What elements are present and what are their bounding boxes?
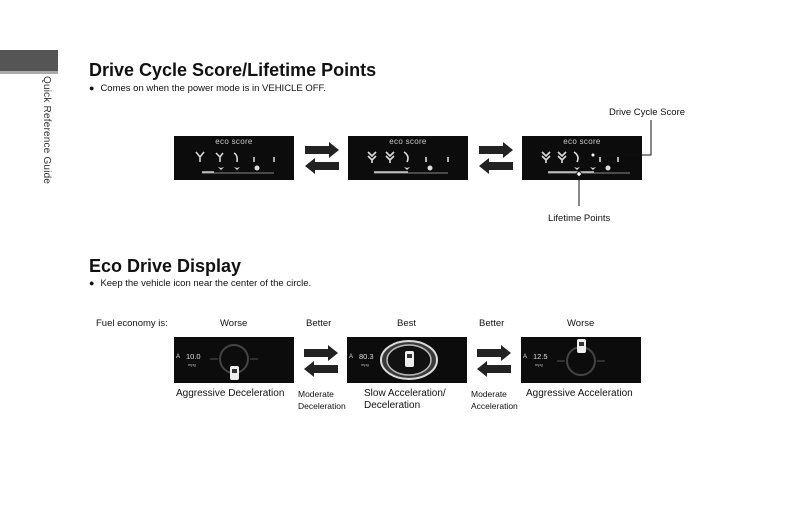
swap-arrows-icon [304, 345, 338, 377]
fuel-unit: mpg [188, 362, 196, 367]
caption-slow-line2: Deceleration [364, 400, 421, 411]
swap-arrows-icon [479, 142, 513, 174]
eco-guide-graphic [557, 339, 605, 376]
swap-arrows-icon [305, 142, 339, 174]
eco-score-panel-3: eco score [522, 136, 642, 180]
rating-worse-right: Worse [567, 318, 595, 329]
eco-guide-graphic [380, 340, 438, 380]
caption-moderate-acceleration-line2: Acceleration [471, 401, 518, 411]
caption-moderate-acceleration: Moderate Acceleration [471, 388, 518, 412]
side-tab-underline [0, 71, 58, 74]
caption-moderate-deceleration-line1: Moderate [298, 389, 334, 399]
eco-drive-panel-best: A 80.3 mpg [347, 337, 467, 383]
bullet-dot-icon: ● [89, 83, 95, 93]
bullet-vehicle-off-text: Comes on when the power mode is in VEHIC… [100, 83, 326, 94]
leaf-rating-graphic [367, 151, 449, 174]
rating-better-right: Better [479, 318, 505, 329]
eco-score-panel-1: eco score [174, 136, 294, 180]
rating-better-left: Better [306, 318, 332, 329]
eco-guide-graphic [210, 344, 258, 380]
caption-moderate-deceleration-line2: Deceleration [298, 401, 346, 411]
caption-aggressive-deceleration: Aggressive Deceleration [176, 388, 285, 399]
fuel-value: 80.3 [359, 352, 374, 361]
side-tab-label: Quick Reference Guide [41, 76, 52, 185]
callout-drive-cycle-score: Drive Cycle Score [609, 107, 686, 118]
callout-lifetime-points: Lifetime Points [548, 213, 611, 224]
vehicle-icon [405, 351, 414, 367]
eco-drive-panel-aggressive-decel: A 10.0 mpg [174, 337, 294, 383]
eco-score-panel-2: eco score [348, 136, 468, 180]
leaf-rating-graphic [195, 151, 275, 174]
fuel-unit: mpg [361, 362, 369, 367]
swap-arrows-icon [477, 345, 511, 377]
section-title-drive-cycle: Drive Cycle Score/Lifetime Points [89, 60, 377, 80]
caption-aggressive-acceleration: Aggressive Acceleration [526, 388, 633, 399]
fuel-economy-label: Fuel economy is: [96, 318, 168, 329]
bullet-vehicle-off: ● Comes on when the power mode is in VEHI… [89, 83, 326, 94]
caption-moderate-deceleration: Moderate Deceleration [298, 388, 346, 412]
fuel-value: 12.5 [533, 352, 548, 361]
fuel-value: 10.0 [186, 352, 201, 361]
indicator-a: A [176, 354, 181, 360]
section-title-eco-drive: Eco Drive Display [89, 256, 242, 276]
eco-score-title: eco score [389, 137, 427, 146]
caption-slow-line1: Slow Acceleration/ [364, 388, 446, 399]
caption-slow-acceleration: Slow Acceleration/ Deceleration [364, 388, 446, 412]
leaf-rating-graphic [541, 151, 630, 174]
eco-score-title: eco score [215, 137, 253, 146]
indicator-a: A [523, 354, 528, 360]
caption-moderate-acceleration-line1: Moderate [471, 389, 507, 399]
side-tab-marker [0, 50, 58, 72]
eco-score-title: eco score [563, 137, 601, 146]
fuel-unit: mpg [535, 362, 543, 367]
rating-best: Best [397, 318, 417, 329]
bullet-keep-center-text: Keep the vehicle icon near the center of… [100, 278, 312, 289]
eco-drive-panel-aggressive-accel: A 12.5 mpg [521, 337, 641, 383]
rating-worse-left: Worse [220, 318, 248, 329]
bullet-keep-center: ● Keep the vehicle icon near the center o… [89, 278, 311, 289]
bullet-dot-icon: ● [89, 278, 95, 288]
indicator-a: A [349, 354, 354, 360]
